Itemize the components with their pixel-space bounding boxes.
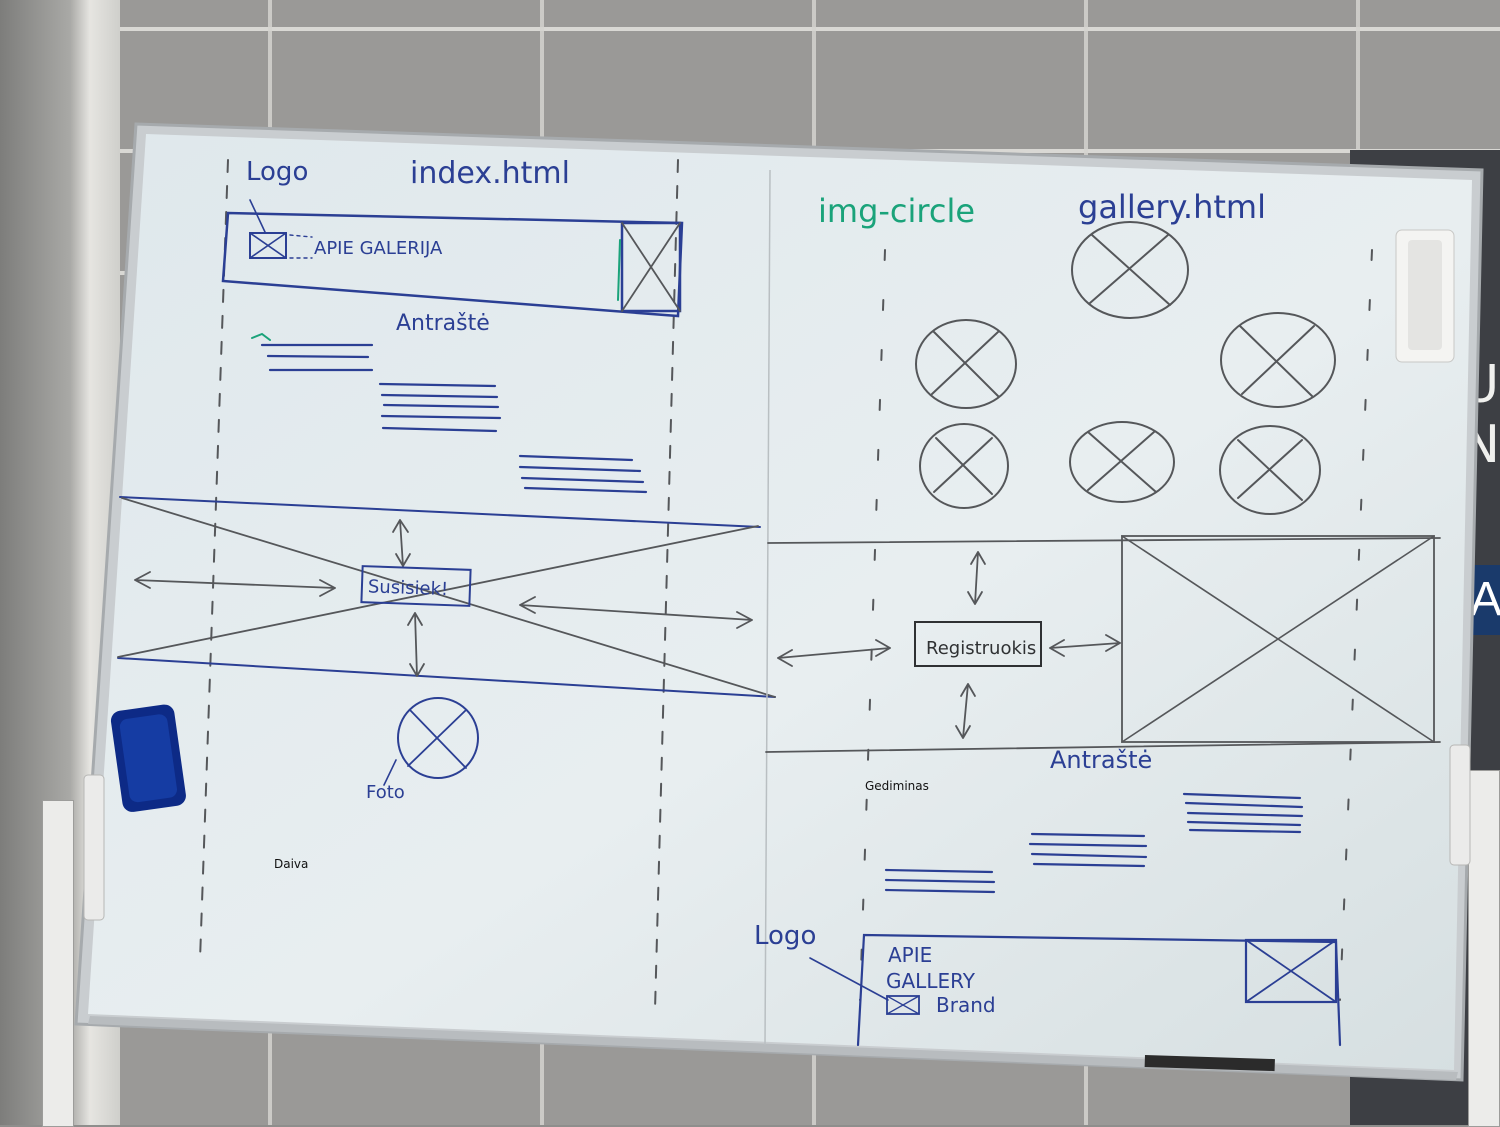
right-nav-line2: GALLERY bbox=[886, 969, 976, 993]
author-gediminas: Gediminas bbox=[865, 779, 929, 793]
right-page-file: gallery.html bbox=[1078, 188, 1266, 226]
right-cta-button: Registruokis bbox=[926, 638, 1036, 659]
partial-blue-sign: A bbox=[1470, 565, 1500, 635]
eraser bbox=[110, 704, 186, 812]
right-brand-label: Brand bbox=[936, 993, 996, 1017]
author-daiva: Daiva bbox=[274, 857, 309, 871]
magnet-clip bbox=[1395, 229, 1455, 363]
left-heading-label: Antraštė bbox=[396, 311, 490, 336]
left-logo-label: Logo bbox=[246, 157, 308, 187]
index-sketch bbox=[117, 159, 776, 1011]
right-heading-label: Antraštė bbox=[1050, 746, 1152, 774]
left-nav-text: APIE GALERIJA bbox=[314, 238, 443, 259]
left-photo-label: Foto bbox=[366, 782, 405, 803]
stand-leg-left bbox=[42, 800, 74, 1127]
left-cta-button: Susisiek! bbox=[368, 576, 449, 600]
right-nav-line1: APIE bbox=[888, 943, 932, 967]
gallery-sketch bbox=[765, 221, 1441, 1047]
left-page-file: index.html bbox=[410, 156, 570, 191]
img-circle-label: img-circle bbox=[818, 192, 975, 230]
header-bar bbox=[221, 211, 684, 318]
right-logo-label: Logo bbox=[754, 921, 816, 951]
